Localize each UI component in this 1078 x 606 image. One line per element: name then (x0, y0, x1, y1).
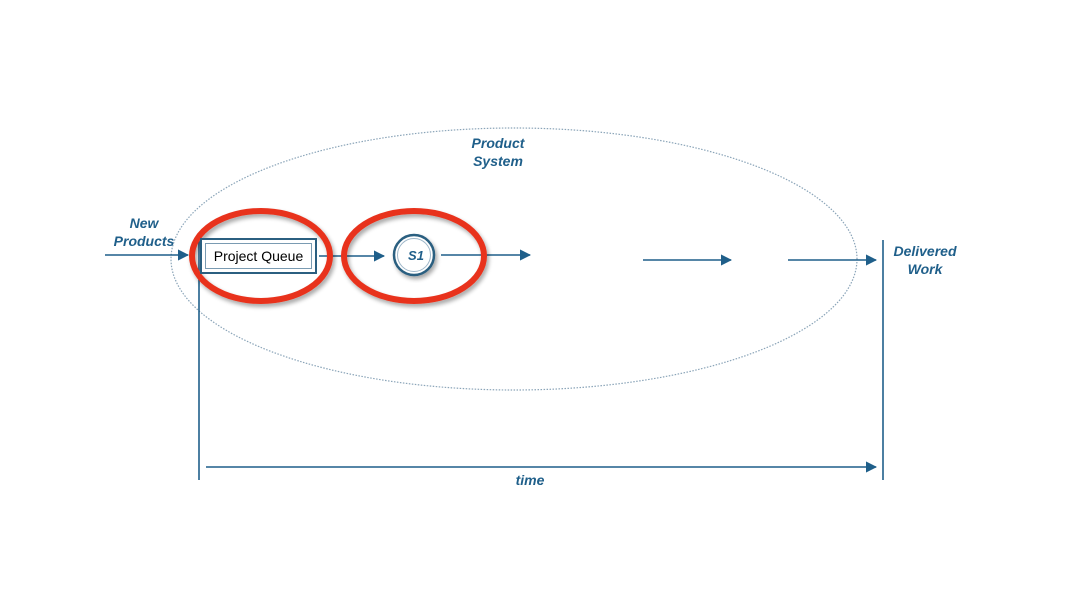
delivered-work-label: Delivered Work (884, 242, 966, 278)
new-products-label-line1: New (129, 215, 159, 231)
stage-s1-label: S1 (408, 247, 424, 263)
time-axis-label: time (515, 472, 545, 488)
stage-s1-inner-ring (397, 238, 431, 272)
new-products-label: New Products (104, 214, 184, 250)
queue-highlight-ellipse (189, 208, 333, 304)
stage-highlight-ellipse (341, 208, 487, 304)
project-queue-label: Project Queue (205, 243, 312, 269)
delivered-work-label-line1: Delivered (893, 243, 957, 259)
stage-s1-circle (392, 233, 436, 277)
product-system-title-line1: Product (471, 135, 525, 151)
new-products-label-line2: Products (113, 233, 175, 249)
product-system-ellipse (170, 127, 858, 391)
product-system-title: Product System (452, 134, 544, 170)
delivered-work-label-line2: Work (907, 261, 943, 277)
product-system-title-line2: System (473, 153, 523, 169)
project-queue-box: Project Queue (200, 238, 317, 274)
